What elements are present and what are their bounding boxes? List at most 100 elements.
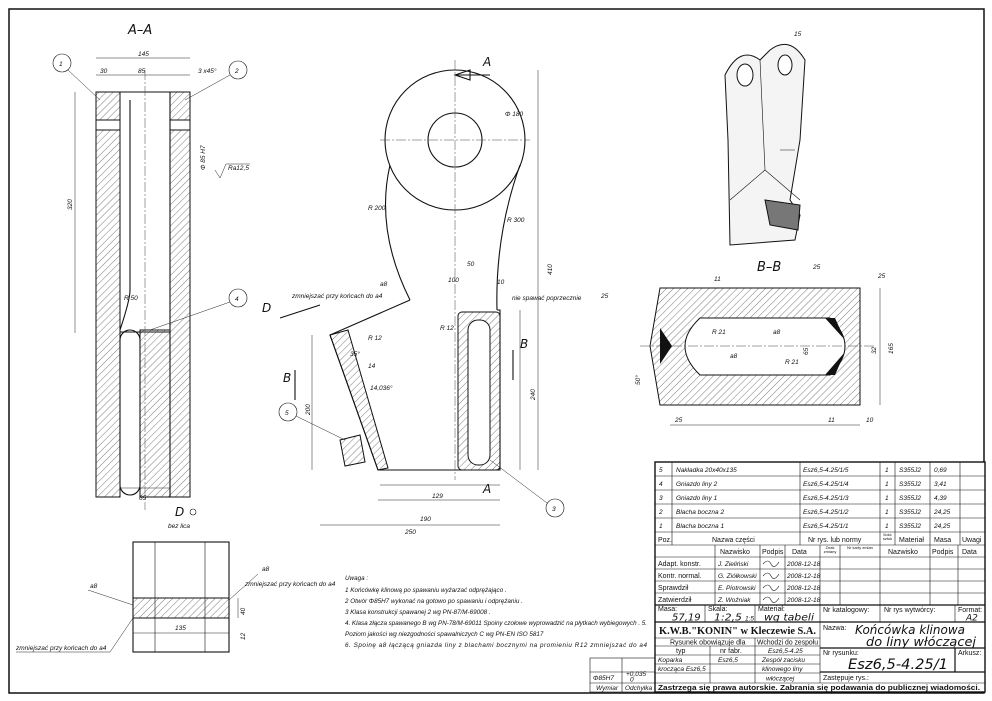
isometric-view: 15 [724, 31, 806, 246]
note-item: 2 Otwór Φ85H7 wykonać na gotowo po spawa… [344, 598, 523, 605]
dim: 30 [100, 68, 108, 75]
signature-scribble [762, 572, 780, 579]
parts-cell-material: S355J2 [899, 495, 921, 502]
header-podpis2: Podpis [932, 549, 954, 556]
typ-1: Koparka [658, 657, 683, 664]
odchylka-label: Odchyłka [625, 685, 652, 692]
dim: 32 [871, 346, 878, 354]
wchodzi-label: Wchodzi do zespołu [757, 640, 818, 647]
dim: 11 [714, 276, 721, 283]
signature-header: Nazwisko Podpis Data Znak zmiany Nr kart… [720, 546, 977, 557]
view-sublabel: bez lica [168, 523, 190, 530]
sign-date: 2008-12-18 [786, 585, 821, 592]
parts-header-name: Nazwa części [712, 537, 755, 544]
tolerance-table: Φ85H7 +0,035 0 Wymiar Odchyłka [589, 657, 656, 693]
weld-symbol: a8 [90, 583, 98, 590]
balloon: 3 [552, 506, 556, 513]
sign-date: 2008-12-18 [786, 597, 821, 604]
parts-cell-qty: 1 [885, 481, 889, 488]
company-name: K.W.B."KONIN" w Kleczewie S.A. [659, 625, 816, 637]
format-value: A2 [965, 614, 978, 624]
dim: 240 [530, 389, 537, 401]
dim: 50° [634, 375, 642, 385]
role: Kontr. normal. [658, 573, 702, 580]
note-item: 4. Klasa złącza spawanego B wg PN-78/M-6… [345, 620, 647, 627]
parts-cell-masa: 24,25 [933, 509, 951, 516]
parts-cell-material: S355J2 [899, 509, 921, 516]
weld-symbol: a8 [380, 281, 388, 288]
skala-label: Skala: [708, 606, 728, 613]
katalog-label: Nr katalogowy: [823, 607, 869, 614]
note-item: Poziom jakości wg niezgodności spawalnic… [345, 631, 544, 638]
signature-scribble [762, 596, 780, 603]
parts-cell-masa: 0,69 [934, 467, 947, 474]
dim: 10 [866, 417, 874, 424]
parts-cell-name: Nakładka 20x40x135 [676, 467, 737, 474]
parts-cell-qty: 1 [885, 509, 889, 516]
parts-cell-name: Blacha boczna 2 [676, 509, 724, 516]
dim: 100 [448, 277, 459, 284]
parts-cell-nr: Esz6,5-4.25/1/4 [803, 481, 849, 488]
section-mark-b: B [520, 337, 528, 351]
section-b-b: B–B 11 25 25 25 50° R 21 R 21 a8 a8 65 3… [600, 260, 895, 426]
notes-title: Uwaga : [345, 575, 368, 582]
drawing-frame [8, 8, 985, 694]
material-label: Materiał: [758, 606, 785, 613]
parts-cell-qty: 1 [885, 495, 889, 502]
parts-cell-poz: 2 [658, 509, 663, 516]
roughness: Ra12,5 [228, 165, 249, 172]
parts-cell-name: Blacha boczna 1 [676, 523, 724, 530]
role: Sprawdził [658, 585, 689, 592]
dim: 11 [828, 417, 835, 424]
general-notes: Uwaga : 1 Końcówkę klinową po spawaniu w… [344, 575, 647, 649]
dim: R 50 [124, 295, 138, 302]
header-karty: Nr karty zmian [847, 545, 873, 550]
balloon: 4 [235, 296, 239, 303]
parts-cell-material: S355J2 [899, 523, 921, 530]
zespol-2: klinowego liny [762, 666, 803, 673]
dim: 14 [368, 363, 376, 370]
weld-symbol: a8 [730, 353, 738, 360]
typ-2: krocząca Esz6,5 [658, 666, 706, 673]
zespol-1: Zespół zacisku [761, 657, 805, 664]
parts-header-qty: Ilość sztuk [882, 532, 893, 542]
weld-symbol: 25 [600, 293, 609, 300]
dim: 14,036° [370, 384, 393, 392]
parts-cell-nr: Esz6,5-4.25/1/3 [803, 495, 849, 502]
dim: 25 [674, 417, 683, 424]
dim: 129 [432, 493, 443, 500]
sign-date: 2008-12-18 [786, 573, 821, 580]
header-nazwisko2: Nazwisko [888, 549, 918, 556]
balloon: 5 [285, 410, 289, 417]
person-name: G. Ziółkowski [718, 573, 757, 580]
note: zmniejszać przy końcach do a4 [291, 293, 383, 300]
copyright-notice: Zastrzega się prawa autorskie. Zabrania … [658, 685, 980, 692]
parts-header-nr: Nr rys. lub normy [808, 537, 862, 544]
signature-row: Kontr. normal. G. Ziółkowski 2008-12-18 [658, 572, 821, 580]
section-mark-a: A [482, 55, 491, 69]
tolerance-upper: +0,035 [626, 671, 646, 678]
parts-cell-nr: Esz6,5-4.25/1/5 [803, 467, 849, 474]
masa-value: 57,19 [672, 613, 701, 624]
nr-rysunku-label: Nr rysunku: [823, 650, 859, 657]
note-item: 3 Klasa konstrukcji spawanej 2 wg PN-87/… [345, 609, 491, 616]
parts-cell-qty: 1 [885, 523, 889, 530]
iso-label: 15 [794, 31, 802, 38]
part-name-line2: do liny włóczącej [866, 635, 977, 649]
note: nie spawać poprzecznie [512, 295, 582, 302]
note: zmniejszać przy końcach do a4 [244, 581, 336, 588]
note-item: 1 Końcówkę klinową po spawaniu wyżarzać … [345, 587, 507, 594]
dim: 10 [497, 279, 505, 286]
dim: 3 x45° [198, 67, 217, 75]
tolerance-dim: Φ85H7 [593, 675, 614, 682]
sign-date: 2008-12-18 [786, 561, 821, 568]
tolerance-lower: 0 [630, 677, 634, 684]
dim: 410 [547, 264, 554, 275]
part-name-line1: Końcówka klinowa [855, 623, 965, 637]
dim: 25 [812, 264, 821, 271]
dim: 12 [240, 632, 247, 640]
